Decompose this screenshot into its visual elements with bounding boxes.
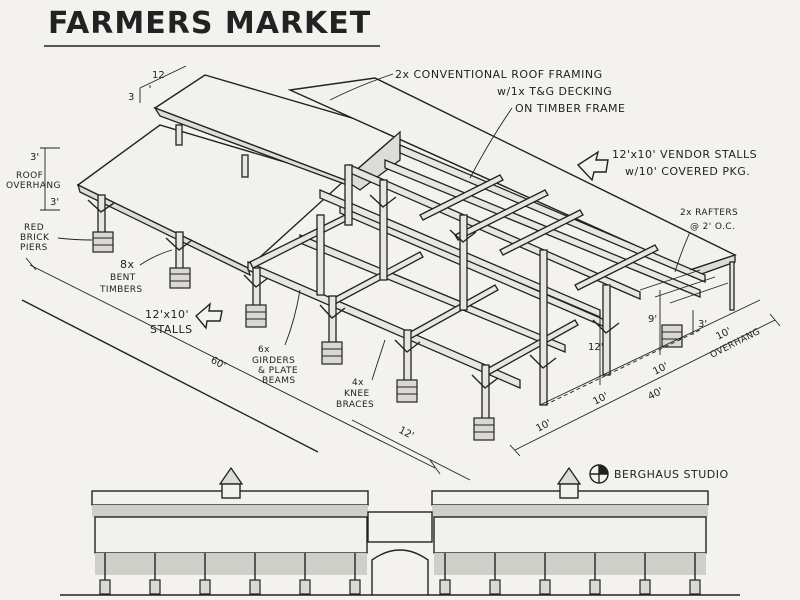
dim-overhang-top: 3' — [30, 152, 39, 163]
note-stalls-1: 12'x10' — [145, 308, 189, 321]
brick-piers — [92, 231, 683, 441]
note-bent-1: 8x — [120, 258, 135, 271]
dim-depth-2: 10' — [591, 391, 610, 408]
note-girders-4: BEAMS — [262, 376, 296, 386]
left-pavilion-fascia — [94, 516, 368, 554]
ground-line — [21, 299, 319, 453]
note-knee-3: BRACES — [336, 400, 374, 410]
dim-height-9: 9' — [648, 314, 657, 325]
dim-length: 60' — [209, 355, 228, 372]
isometric-structure — [76, 74, 737, 441]
note-knee-1: 4x — [352, 378, 364, 388]
note-overhang-2: OVERHANG — [6, 181, 61, 191]
stalls-arrow-icon — [195, 302, 223, 330]
leader-knee — [371, 339, 386, 381]
note-roof-framing-3: ON TIMBER FRAME — [515, 102, 625, 115]
rafters — [639, 254, 736, 304]
right-pavilion-fascia — [433, 516, 707, 554]
note-vendor-stalls-1: 12'x10' VENDOR STALLS — [612, 148, 757, 161]
note-piers-3: PIERS — [20, 243, 48, 253]
note-roof-framing-2: w/1x T&G DECKING — [497, 85, 612, 98]
studio-name: BERGHAUS STUDIO — [614, 468, 729, 481]
dim-overhang-bottom: 3' — [50, 197, 59, 208]
dim-bay: 12' — [397, 425, 416, 442]
note-rafters-1: 2x RAFTERS — [680, 208, 738, 218]
roof-slope-symbol: 12 3 — [128, 65, 187, 103]
knee-braces — [87, 194, 620, 389]
note-vendor-stalls-2: w/10' COVERED PKG. — [625, 165, 750, 178]
left-cupola — [218, 466, 244, 499]
note-girders-2: GIRDERS — [252, 356, 295, 366]
note-roof-framing-1: 2x CONVENTIONAL ROOF FRAMING — [395, 68, 603, 81]
note-overhang-1: ROOF — [16, 171, 43, 181]
leader-bent — [139, 249, 173, 266]
elevation-view — [60, 466, 740, 596]
note-knee-2: KNEE — [344, 389, 370, 399]
leader-decking — [469, 107, 513, 179]
vendor-arrow-icon — [576, 150, 609, 182]
leader-roof-framing — [329, 73, 394, 101]
center-connector — [367, 511, 433, 543]
leader-piers — [57, 237, 93, 241]
note-piers-1: RED — [24, 223, 44, 233]
note-bent-2: BENT — [110, 273, 136, 283]
right-cupola — [556, 466, 582, 499]
dim-height-3: 3' — [698, 319, 707, 330]
note-stalls-2: STALLS — [150, 323, 193, 336]
note-piers-2: BRICK — [20, 233, 50, 243]
elevation-piers — [99, 579, 701, 595]
annotations: 2x CONVENTIONAL ROOF FRAMING w/1x T&G DE… — [6, 68, 757, 410]
dim-height-12: 12' — [588, 342, 603, 353]
note-bent-3: TIMBERS — [99, 285, 143, 295]
note-girders-3: & PLATE — [258, 366, 298, 376]
note-girders-1: 6x — [258, 345, 270, 355]
dim-depth-3: 10' — [651, 361, 670, 378]
note-rafters-2: @ 2' O.C. — [690, 222, 735, 232]
slope-run-label: 12 — [152, 70, 165, 81]
studio-logo: BERGHAUS STUDIO — [589, 464, 729, 484]
leader-girders — [284, 289, 301, 346]
slope-rise-label: 3 — [128, 92, 134, 103]
posts — [97, 124, 735, 421]
leader-rafters — [674, 231, 691, 273]
dim-depth-total: 40' — [646, 386, 665, 403]
drawing-title: FARMERS MARKET — [48, 6, 371, 41]
